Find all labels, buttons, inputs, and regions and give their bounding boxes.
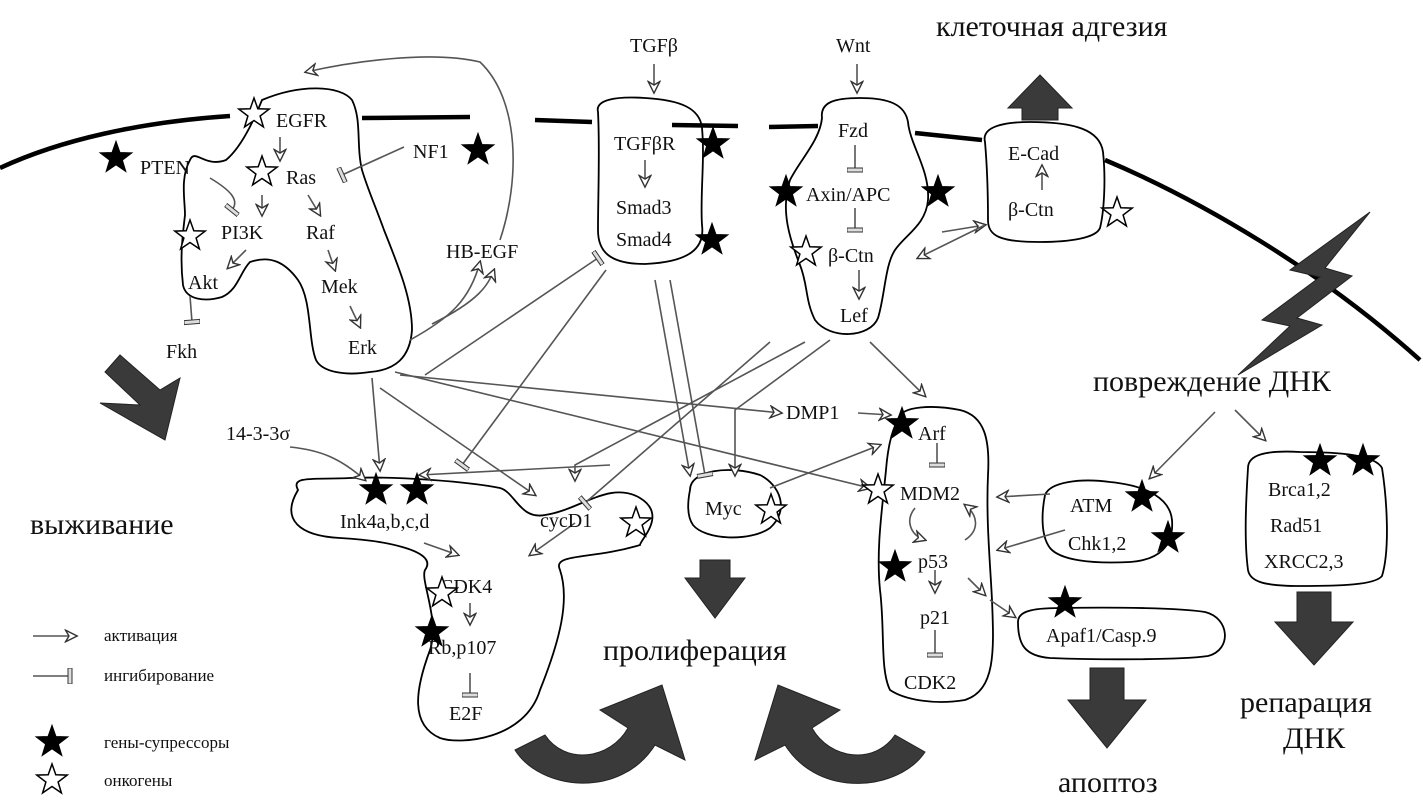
label-tgfb: TGFβ	[630, 35, 678, 57]
oncogene-star-icon	[620, 506, 652, 537]
label-myc: Myc	[705, 498, 742, 520]
label-wnt: Wnt	[836, 35, 871, 57]
oncogene-star-icon	[1101, 196, 1133, 227]
repair-arrow	[1273, 591, 1355, 666]
label-dna-damage: повреждение ДНК	[1093, 365, 1332, 398]
oncogene-star-icon	[862, 473, 894, 504]
label-hbegf: HB-EGF	[446, 241, 518, 263]
legend: активация ингибирование гены-супрессоры …	[33, 626, 230, 794]
dna-damage-lightning	[1237, 211, 1371, 376]
suppressor-star-icon	[462, 133, 494, 164]
label-14-3-3: 14-3-3σ	[226, 423, 290, 445]
label-erk: Erk	[348, 337, 377, 359]
label-egfr: EGFR	[276, 110, 328, 132]
label-ink4: Ink4a,b,c,d	[340, 511, 429, 533]
label-proliferation: пролиферация	[603, 634, 787, 667]
label-bctn-2: β-Ctn	[1008, 199, 1054, 221]
label-chk12: Chk1,2	[1068, 533, 1126, 555]
label-ecad: E-Cad	[1008, 143, 1059, 165]
label-p21: p21	[920, 607, 950, 629]
label-e2f: E2F	[449, 703, 482, 725]
label-adhesion: клеточная адгезия	[936, 10, 1168, 43]
suppressor-star-icon	[886, 407, 918, 438]
cell-membrane	[0, 113, 1422, 362]
oncogene-star-icon	[790, 235, 822, 266]
suppressor-star-icon	[1152, 521, 1184, 552]
label-apoptosis: апоптоз	[1058, 766, 1158, 799]
label-smad3: Smad3	[616, 197, 672, 219]
suppressor-star-icon	[1347, 444, 1379, 475]
label-p53: p53	[918, 551, 948, 573]
label-akt: Akt	[188, 272, 218, 294]
adhesion-arrow	[1006, 74, 1074, 121]
suppressor-star-icon	[100, 141, 132, 172]
label-mek: Mek	[321, 276, 358, 298]
label-brca: Brca1,2	[1268, 479, 1331, 501]
label-apaf1: Apaf1/Casp.9	[1046, 625, 1157, 647]
suppressor-star-icon	[879, 550, 911, 581]
outcome-arrows	[99, 74, 1371, 784]
mdm2-p53-feedback	[909, 505, 976, 540]
label-survival: выживание	[30, 508, 174, 541]
label-raf: Raf	[306, 222, 335, 244]
oncogene-star-icon	[755, 493, 787, 524]
label-smad4: Smad4	[616, 229, 672, 251]
label-pten: PTEN	[140, 157, 190, 179]
proliferation-arrow	[684, 559, 746, 619]
proliferation-curve-right	[754, 684, 926, 784]
label-cdk2: CDK2	[904, 672, 956, 694]
label-axin-apc: Axin/APC	[806, 184, 890, 206]
node-labels: EGFR PTEN Ras NF1 PI3K Raf Akt Mek Fkh E…	[140, 35, 1343, 725]
survival-arrow	[99, 354, 181, 441]
label-lef: Lef	[840, 305, 868, 327]
label-fzd: Fzd	[838, 120, 868, 142]
label-ras: Ras	[286, 167, 316, 189]
label-cycd1: cycD1	[540, 510, 592, 532]
label-rb: Rb,p107	[428, 637, 496, 659]
apoptosis-arrow	[1066, 667, 1148, 749]
compartment-outlines	[180, 87, 1388, 742]
suppressor-star-icon	[1049, 586, 1081, 617]
legend-activation-label: активация	[104, 626, 178, 645]
label-dmp1: DMP1	[786, 402, 839, 424]
proliferation-curve-left	[514, 684, 686, 784]
label-bctn-1: β-Ctn	[828, 245, 874, 267]
label-arf: Arf	[918, 423, 946, 445]
label-fkh: Fkh	[166, 341, 197, 363]
legend-oncogene-star-icon	[36, 763, 68, 794]
legend-inhibition-label: ингибирование	[104, 666, 214, 685]
activation-arrows	[228, 56, 1265, 624]
oncogene-star-icon	[238, 97, 270, 128]
legend-suppressor-star-icon	[36, 725, 68, 756]
label-cdk4: CDK4	[440, 576, 492, 598]
label-nf1: NF1	[413, 141, 449, 163]
oncogene-star-icon	[174, 219, 206, 250]
legend-oncogenes-label: онкогены	[104, 771, 173, 790]
outcome-labels: клеточная адгезия выживание повреждение …	[30, 10, 1372, 799]
label-xrcc: XRCC2,3	[1264, 551, 1343, 573]
label-tgfbr: TGFβR	[614, 133, 676, 155]
label-mdm2: MDM2	[900, 483, 960, 505]
suppressor-star-icon	[696, 223, 728, 254]
suppressor-star-icon	[1304, 444, 1336, 475]
oncogene-star-icon	[246, 155, 278, 186]
label-atm: ATM	[1070, 495, 1112, 517]
label-pi3k: PI3K	[221, 222, 264, 244]
label-repair-line2: ДНК	[1283, 722, 1346, 755]
label-rad51: Rad51	[1270, 515, 1322, 537]
inhibition-arrows	[190, 145, 937, 695]
label-repair-line1: репарация	[1240, 686, 1372, 719]
legend-suppressors-label: гены-супрессоры	[104, 733, 230, 752]
